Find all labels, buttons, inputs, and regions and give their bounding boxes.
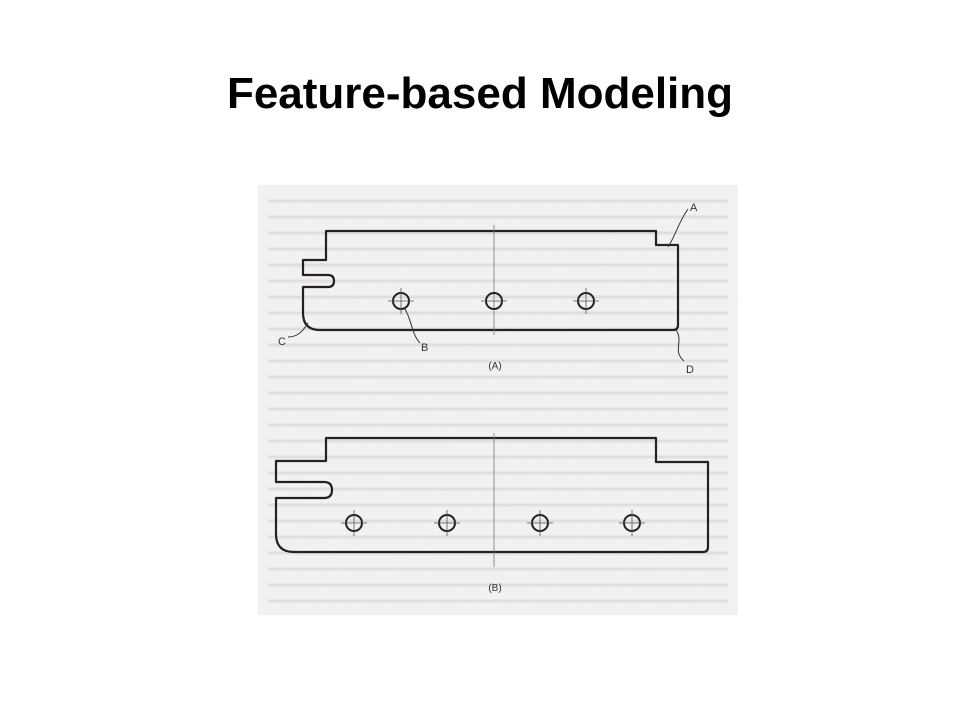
paper-grain: [258, 185, 738, 615]
callout-c: C: [278, 336, 286, 348]
caption-a: (A): [488, 361, 501, 372]
part-outline-b: [274, 436, 710, 554]
caption-b: (B): [488, 583, 501, 594]
leader-d: [675, 329, 685, 362]
slide-title: Feature-based Modeling: [226, 69, 734, 118]
holes-a: [388, 288, 599, 314]
callout-a: A: [690, 202, 698, 214]
view-a: A B C D (A): [278, 202, 698, 376]
leader-c: [287, 322, 309, 338]
leader-a: [667, 208, 689, 248]
feature-drawing-figure: A B C D (A): [258, 185, 738, 615]
callout-b: B: [421, 342, 428, 354]
feature-drawing-svg: A B C D (A): [258, 185, 738, 615]
callout-d: D: [686, 364, 694, 376]
view-b: (B): [274, 433, 710, 594]
part-outline-a: [301, 229, 680, 332]
leader-b: [404, 308, 421, 344]
holes-b: [341, 510, 645, 536]
leaders-a: [287, 208, 689, 362]
